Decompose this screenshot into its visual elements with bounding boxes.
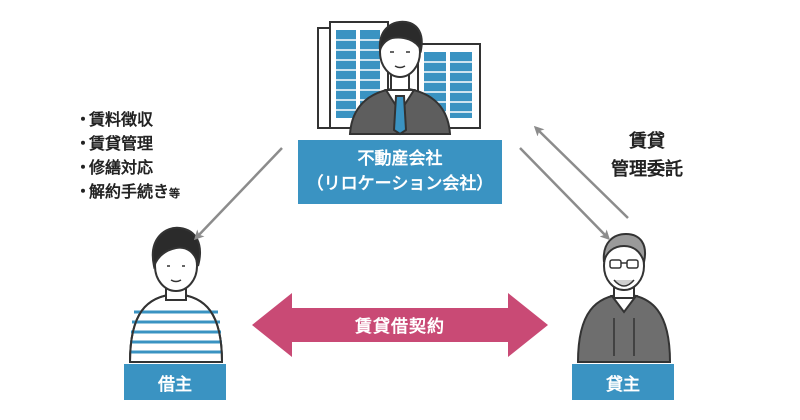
owner-box: 貸主 bbox=[572, 364, 674, 400]
lease-contract-label: 賃貸借契約 bbox=[355, 317, 445, 337]
businessman-icon bbox=[348, 20, 452, 136]
real-estate-company-box: 不動産会社 （リロケーション会社） bbox=[298, 140, 502, 204]
task-item: ・解約手続き等 bbox=[75, 182, 181, 201]
management-consignment-label: 賃貸 管理委託 bbox=[611, 131, 683, 180]
owner-person-icon bbox=[576, 232, 672, 363]
task-item: ・修繕対応 bbox=[75, 158, 154, 177]
task-item: ・賃貸管理 bbox=[75, 134, 154, 153]
task-suffix: 等 bbox=[169, 187, 181, 200]
company-subtitle: （リロケーション会社） bbox=[306, 174, 494, 194]
task-item: ・賃料徴収 bbox=[75, 110, 154, 129]
tenant-box: 借主 bbox=[124, 364, 226, 400]
tenant-person-icon bbox=[128, 226, 224, 363]
contract-double-arrow bbox=[252, 293, 548, 357]
arrows bbox=[193, 125, 629, 241]
company-name: 不動産会社 bbox=[357, 149, 443, 169]
management-task-list: ・賃料徴収 ・賃貸管理 ・修繕対応 ・解約手続き等 bbox=[75, 108, 180, 206]
arrow-company-to-tenant bbox=[193, 147, 283, 241]
arrow-company-to-owner bbox=[519, 147, 611, 241]
arrow-owner-to-company bbox=[533, 125, 629, 219]
